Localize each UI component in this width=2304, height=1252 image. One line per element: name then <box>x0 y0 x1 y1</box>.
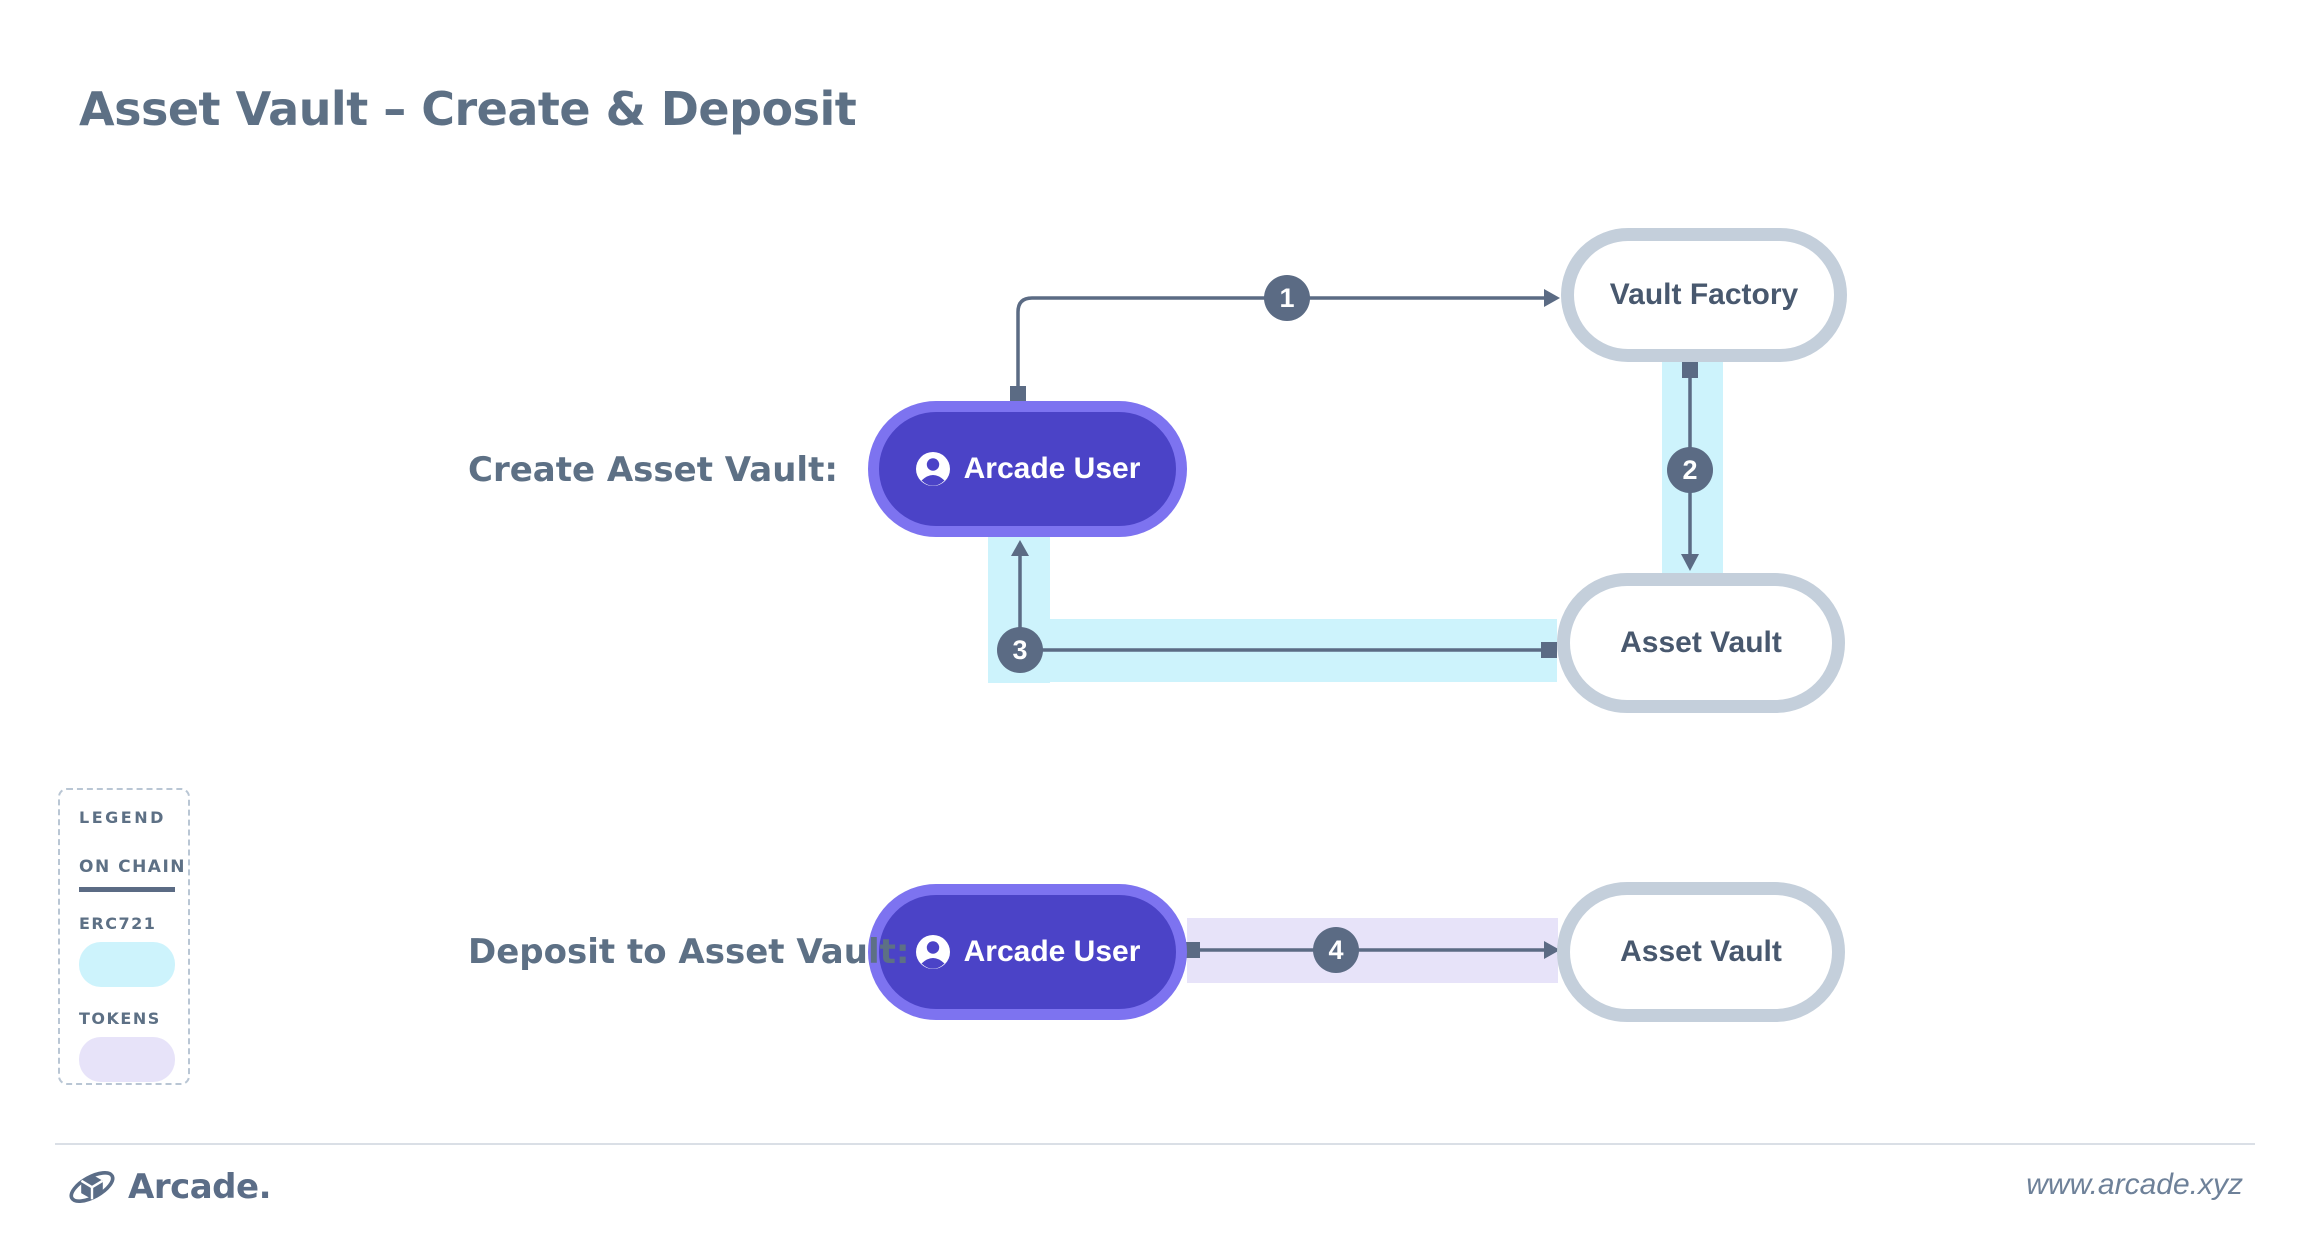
step-badge-1: 1 <box>1264 275 1310 321</box>
tokens-band-user-to-vault <box>1187 918 1558 983</box>
legend-title: LEGEND <box>79 808 166 827</box>
legend-item-tokens-label: TOKENS <box>79 1009 161 1028</box>
node-asset-vault-label: Asset Vault <box>1620 626 1782 659</box>
node-asset-vault-deposit: Asset Vault <box>1557 882 1845 1022</box>
node-vault-factory-label: Vault Factory <box>1609 278 1799 311</box>
page-title: Asset Vault – Create & Deposit <box>79 82 857 136</box>
arrow-1-source-square <box>1010 386 1026 402</box>
legend-item-tokens-swatch <box>79 1037 175 1082</box>
arcade-cube-icon <box>69 1171 115 1203</box>
node-vault-factory: Vault Factory <box>1561 228 1847 362</box>
brand-name: Arcade. <box>128 1167 272 1207</box>
legend-box: LEGEND ON CHAIN ERC721 TOKENS <box>58 788 190 1085</box>
node-arcade-user-create: Arcade User <box>868 401 1187 537</box>
node-arcade-user-deposit: Arcade User <box>868 884 1187 1020</box>
erc721-band-vault-to-user-horizontal <box>988 619 1557 682</box>
legend-item-erc721-label: ERC721 <box>79 914 157 933</box>
step-badge-3: 3 <box>997 627 1043 673</box>
node-asset-vault-create: Asset Vault <box>1557 573 1845 713</box>
node-arcade-user-label: Arcade User <box>963 935 1141 968</box>
arrow-1-head <box>1544 289 1560 307</box>
brand-logo: Arcade. <box>66 1163 272 1211</box>
user-icon <box>915 452 950 486</box>
legend-section-title: ON CHAIN <box>79 857 187 877</box>
deposit-row-label: Deposit to Asset Vault: <box>468 932 910 972</box>
node-asset-vault-label: Asset Vault <box>1620 935 1782 968</box>
step-badge-2: 2 <box>1667 447 1713 493</box>
footer-divider <box>55 1143 2255 1145</box>
step-badge-4: 4 <box>1313 927 1359 973</box>
user-icon <box>915 935 950 969</box>
legend-item-erc721-swatch <box>79 942 175 987</box>
website-url: www.arcade.xyz <box>2026 1168 2243 1201</box>
create-row-label: Create Asset Vault: <box>468 450 838 490</box>
node-arcade-user-label: Arcade User <box>963 452 1141 485</box>
legend-underline <box>79 887 175 892</box>
